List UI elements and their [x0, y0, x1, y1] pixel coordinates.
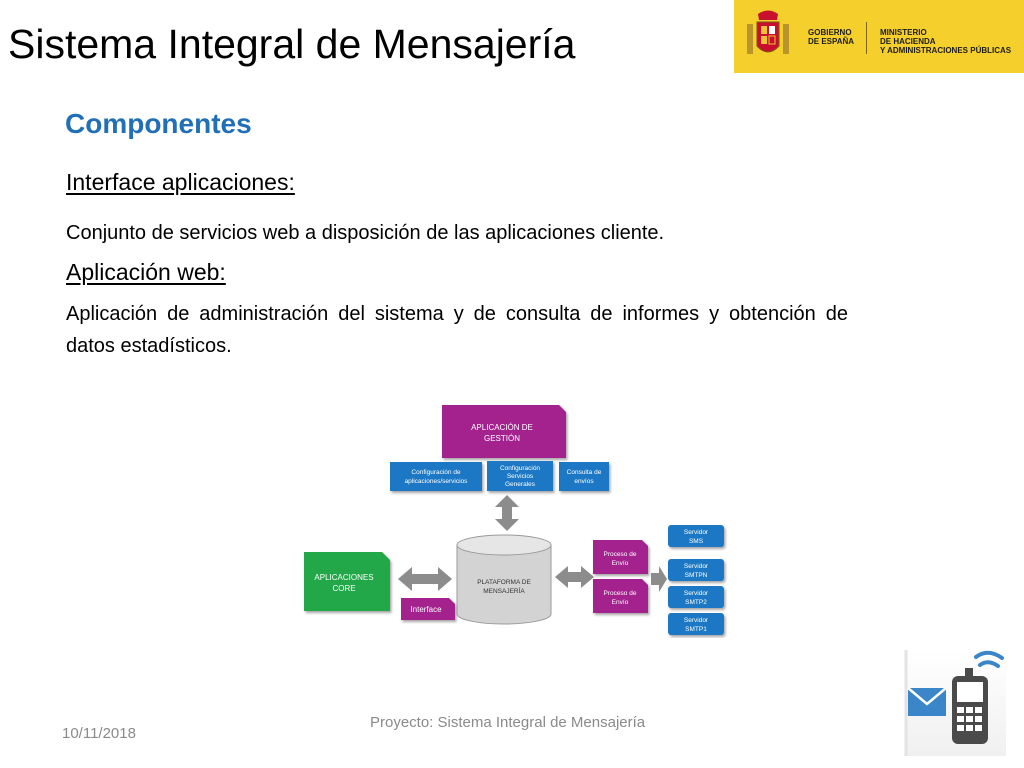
- plataforma-line2: MENSAJERÍA: [483, 586, 525, 595]
- consulta-line2: envíos: [574, 478, 594, 485]
- proceso-envio-box-2: Proceso de Envío: [593, 579, 648, 613]
- plataforma-cylinder: PLATAFORMA DE MENSAJERÍA: [456, 534, 552, 625]
- server-label: Servidor: [684, 563, 709, 570]
- web-app-description: Aplicación de administración del sistema…: [66, 303, 848, 357]
- interface-heading: Interface aplicaciones:: [66, 169, 295, 195]
- server-smtpn-box: Servidor SMTPN: [668, 559, 724, 581]
- proceso1-line1: Proceso de: [604, 551, 637, 558]
- gobierno-line1: GOBIERNO: [808, 28, 852, 37]
- server-name: SMTP2: [685, 599, 707, 606]
- section-heading: Componentes: [65, 108, 252, 139]
- proceso2-line1: Proceso de: [604, 590, 637, 597]
- architecture-diagram: APLICACIÓN DE GESTIÓN Configuración de a…: [304, 405, 724, 635]
- servers-arrow: [651, 566, 667, 592]
- left-double-arrow: [398, 567, 452, 591]
- config-apps-line2: aplicaciones/servicios: [405, 478, 469, 485]
- config-apps-line1: Configuración de: [411, 469, 461, 476]
- messaging-logo-icon: [904, 650, 1006, 756]
- footer-project: Proyecto: Sistema Integral de Mensajería: [370, 714, 646, 731]
- config-serv-line2: Servicios: [507, 473, 534, 480]
- config-services-box: Configuración Servicios Generales: [487, 461, 553, 491]
- gestion-line1: APLICACIÓN DE: [471, 423, 533, 432]
- slide-title: Sistema Integral de Mensajería: [8, 21, 576, 67]
- consulta-envios-box: Consulta de envíos: [559, 462, 609, 491]
- right-double-arrow: [555, 566, 594, 588]
- server-name: SMTP1: [685, 626, 707, 633]
- server-label: Servidor: [684, 590, 709, 597]
- interface-label: Interface: [410, 605, 442, 614]
- gobierno-line2: DE ESPAÑA: [808, 37, 855, 46]
- plataforma-line1: PLATAFORMA DE: [477, 579, 531, 586]
- coat-of-arms-icon: [747, 10, 789, 54]
- aplicaciones-core-box: APLICACIONES CORE: [304, 552, 390, 611]
- server-label: Servidor: [684, 617, 709, 624]
- proceso2-line2: Envío: [612, 599, 629, 606]
- server-smtp2-box: Servidor SMTP2: [668, 586, 724, 608]
- proceso-envio-box-1: Proceso de Envío: [593, 540, 648, 574]
- ministerio-line1: MINISTERIO: [880, 28, 927, 37]
- web-app-heading: Aplicación web:: [66, 259, 226, 285]
- core-line2: CORE: [332, 584, 355, 593]
- proceso1-line2: Envío: [612, 560, 629, 567]
- server-name: SMTPN: [685, 572, 708, 579]
- gestion-line2: GESTIÓN: [484, 434, 520, 443]
- government-banner: GOBIERNO DE ESPAÑA MINISTERIO DE HACIEND…: [734, 0, 1024, 73]
- config-serv-line3: Generales: [505, 481, 536, 488]
- vertical-double-arrow: [495, 495, 519, 531]
- ministerio-line3: Y ADMINISTRACIONES PÚBLICAS: [880, 46, 1012, 55]
- server-smtp1-box: Servidor SMTP1: [668, 613, 724, 635]
- interface-description: Conjunto de servicios web a disposición …: [66, 222, 665, 244]
- ministerio-line2: DE HACIENDA: [880, 37, 936, 46]
- server-label: Servidor: [684, 529, 709, 536]
- server-sms-box: Servidor SMS: [668, 525, 724, 547]
- interface-box: Interface: [401, 598, 455, 620]
- consulta-line1: Consulta de: [567, 469, 602, 476]
- server-name: SMS: [689, 538, 704, 545]
- gestion-box: APLICACIÓN DE GESTIÓN: [442, 405, 566, 458]
- config-apps-box: Configuración de aplicaciones/servicios: [390, 462, 482, 491]
- core-line1: APLICACIONES: [314, 573, 373, 582]
- footer-date: 10/11/2018: [62, 725, 136, 742]
- config-serv-line1: Configuración: [500, 465, 540, 472]
